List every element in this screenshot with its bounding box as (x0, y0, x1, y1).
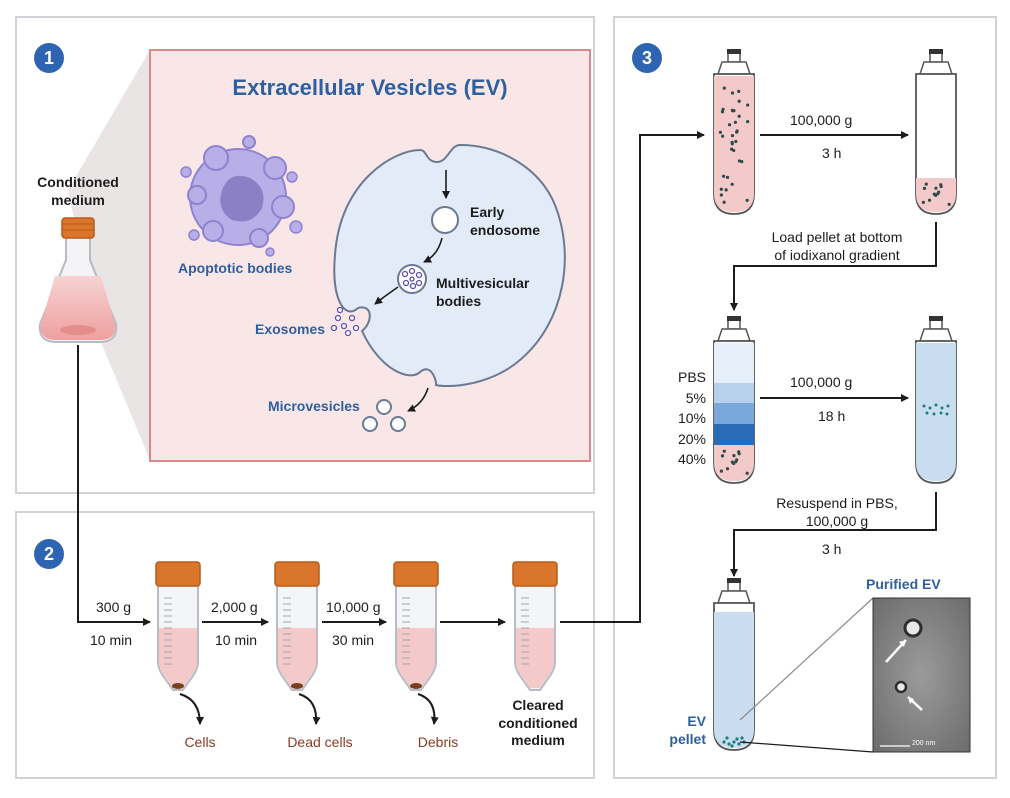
inset-arrows (374, 170, 450, 412)
falcon-tube-icon (512, 561, 558, 691)
cleared-medium-label: Cleared conditioned medium (498, 697, 578, 748)
ev-pellet-label: EV pellet (669, 713, 706, 747)
spin2-time: 10 min (215, 632, 258, 648)
falcon-tube-icon (155, 561, 201, 691)
gradient-5: 5% (685, 390, 706, 406)
gradient-pbs: PBS (677, 369, 706, 385)
flow-line-to-panel2 (77, 345, 151, 626)
gradient-20: 20% (677, 431, 706, 447)
falcon-tube-icon (274, 561, 320, 691)
panel3-arrows (730, 131, 937, 577)
spin-b-speed: 100,000 g (790, 374, 853, 390)
spin3-time: 30 min (332, 632, 375, 648)
ultracentrifuge-tube-icon (713, 49, 755, 215)
purified-ev-label: Purified EV (866, 576, 941, 592)
step-2-badge: 2 (34, 539, 64, 569)
exosomes-label: Exosomes (255, 321, 326, 337)
gradient-40: 40% (677, 451, 706, 467)
gradient-tube-icon (713, 316, 755, 484)
conditioned-medium-flask-icon (38, 217, 118, 343)
resuspend-label: Resuspend in PBS, 100,000 g (776, 495, 898, 529)
multivesicular-bodies-label: Multivesicular bodies (436, 275, 530, 309)
gradient-tube-icon (915, 316, 957, 484)
tem-scale-bar-label: 200 nm (912, 740, 936, 747)
tem-micrograph (739, 597, 971, 753)
zoom-wedge (68, 50, 150, 460)
microvesicles-label: Microvesicles (268, 398, 360, 414)
conditioned-medium-label: Conditioned medium (37, 174, 119, 208)
output-dead-cells: Dead cells (287, 734, 353, 750)
panel2-arrows (179, 131, 705, 725)
microvesicle-icons (362, 399, 406, 432)
spin-c-time: 3 h (822, 541, 842, 557)
spin1-speed: 300 g (96, 599, 132, 615)
spin-a-speed: 100,000 g (790, 112, 853, 128)
step-3-badge: 3 (632, 43, 662, 73)
gradient-10: 10% (677, 410, 706, 426)
exosome-dots (330, 306, 360, 337)
step-1-badge: 1 (34, 43, 64, 73)
spin1-time: 10 min (90, 632, 133, 648)
load-gradient-label: Load pellet at bottom of iodixanol gradi… (771, 229, 903, 263)
early-endosome-icon (431, 206, 459, 234)
output-cells: Cells (184, 734, 216, 750)
output-debris: Debris (417, 734, 459, 750)
early-endosome-label: Early endosome (470, 204, 541, 238)
ev-pellet-tube-icon (713, 578, 755, 751)
ev-inset-title: Extracellular Vesicles (EV) (232, 75, 508, 100)
falcon-tube-icon (393, 561, 439, 691)
multivesicular-body-icon (397, 264, 427, 294)
spin-a-time: 3 h (822, 145, 842, 161)
apoptotic-body-icon (180, 135, 303, 257)
cell-membrane (333, 143, 566, 388)
spin3-speed: 10,000 g (326, 599, 381, 615)
ultracentrifuge-tube-icon (915, 49, 957, 215)
spin-b-time: 18 h (818, 408, 846, 424)
apoptotic-bodies-label: Apoptotic bodies (178, 260, 293, 276)
spin2-speed: 2,000 g (211, 599, 258, 615)
